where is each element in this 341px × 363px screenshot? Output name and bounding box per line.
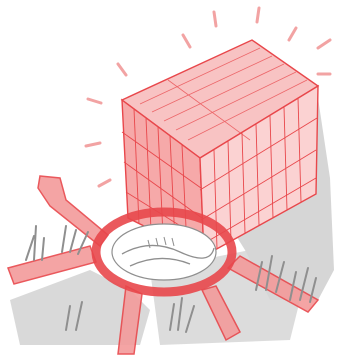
ray (289, 28, 296, 40)
ray (99, 180, 110, 186)
ray (257, 8, 259, 22)
roundabout-center (112, 224, 216, 280)
roundabout (96, 212, 232, 292)
ray (183, 35, 190, 47)
ray (88, 99, 101, 103)
ray (86, 143, 100, 146)
tree (26, 226, 44, 260)
ray (318, 40, 330, 48)
ray (214, 12, 216, 26)
ray (118, 64, 126, 75)
